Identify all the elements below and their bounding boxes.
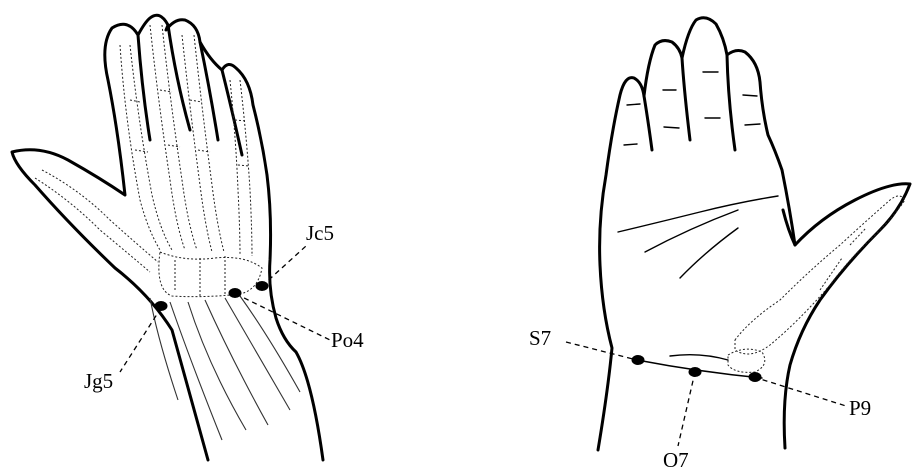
point-p9 xyxy=(749,372,762,382)
leader-p9 xyxy=(754,377,846,406)
label-jc5: Jc5 xyxy=(306,221,334,245)
left-wrist-veins xyxy=(150,296,300,440)
right-hand-palmar: S7 O7 P9 xyxy=(529,18,910,471)
point-o7 xyxy=(689,367,702,377)
leader-o7 xyxy=(678,372,695,446)
leader-jg5 xyxy=(120,308,161,372)
left-finger-gap-2 xyxy=(168,25,190,130)
right-thumb-bones xyxy=(728,196,905,372)
left-hand-outline xyxy=(12,15,323,460)
left-hand-dorsal: Jc5 Po4 Jg5 xyxy=(12,15,364,460)
right-finger-gap-3 xyxy=(727,55,735,150)
left-finger-gap-4 xyxy=(222,70,242,155)
point-s7 xyxy=(632,355,645,365)
left-finger-gap-1 xyxy=(138,35,150,140)
label-o7: O7 xyxy=(663,448,689,471)
label-s7: S7 xyxy=(529,326,551,350)
right-finger-gap-2 xyxy=(682,58,690,140)
label-jg5: Jg5 xyxy=(84,369,113,393)
point-jg5 xyxy=(155,301,168,311)
point-jc5 xyxy=(256,281,269,291)
right-finger-gap-1 xyxy=(644,96,652,150)
right-hand-outline xyxy=(598,18,910,450)
label-p9: P9 xyxy=(849,396,871,420)
label-po4: Po4 xyxy=(331,328,364,352)
point-po4 xyxy=(229,288,242,298)
right-palm-creases xyxy=(618,196,778,360)
leader-s7 xyxy=(566,342,637,360)
